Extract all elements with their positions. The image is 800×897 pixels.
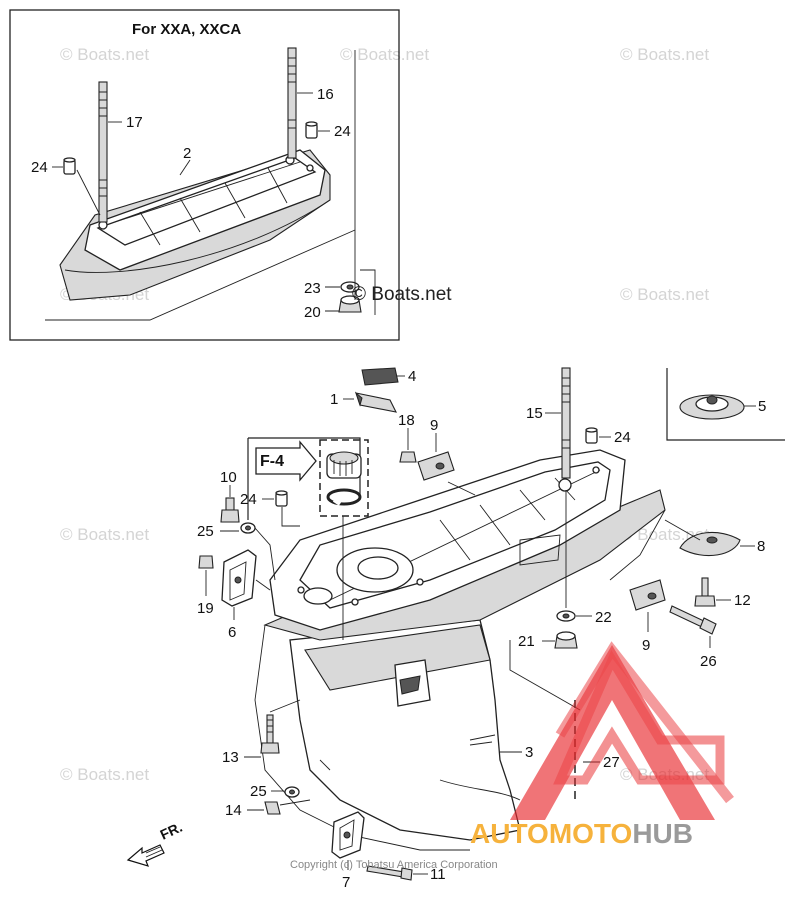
callout-6: 6 <box>228 624 236 641</box>
callout-19: 19 <box>197 600 214 617</box>
callout-16: 16 <box>317 86 334 103</box>
callout-24: 24 <box>31 159 48 176</box>
front-arrow-icon <box>126 844 165 867</box>
part-18-nut <box>399 451 417 463</box>
part-19-nut <box>198 555 214 569</box>
ref-f4-group: F-4 <box>247 437 369 640</box>
part-13-bolt <box>260 714 280 754</box>
ref-f4-label: F-4 <box>260 453 284 470</box>
callout-11: 11 <box>430 866 446 883</box>
part-25-washer <box>240 522 256 534</box>
part-4-key <box>361 367 399 386</box>
watermark: © Boats.net <box>60 525 149 544</box>
callout-10: 10 <box>220 469 237 486</box>
callout-25: 25 <box>250 783 267 800</box>
watermark: © Boats.net <box>620 45 709 64</box>
callout-18: 18 <box>398 412 415 429</box>
callout-1: 1 <box>330 391 338 408</box>
watermark: © Boats.net <box>620 285 709 304</box>
callout-9: 9 <box>430 417 438 434</box>
callout-24: 24 <box>614 429 631 446</box>
part-22-washer <box>556 610 576 622</box>
part-7-cover <box>331 811 365 859</box>
callout-12: 12 <box>734 592 751 609</box>
watermark: © Boats.net <box>60 45 149 64</box>
part-5-panel: 5 <box>666 368 785 441</box>
part-17-stud <box>98 81 108 223</box>
part-26-bolt <box>669 605 717 635</box>
callout-4: 4 <box>408 368 416 385</box>
front-label: FR. <box>158 819 185 843</box>
brand-wordmark: AUTOMOTOHUB <box>470 818 693 849</box>
watermark-dark: © Boats.net <box>352 284 452 305</box>
callout-24: 24 <box>240 491 257 508</box>
callout-3: 3 <box>525 744 533 761</box>
part-2-plate <box>59 149 331 301</box>
callout-7: 7 <box>342 874 350 891</box>
part-1-key <box>354 391 397 413</box>
part-25-washer <box>284 786 300 798</box>
brand-part-1: AUTOMOTO <box>470 818 632 849</box>
part-12-bolt <box>694 577 716 607</box>
watermark: © Boats.net <box>60 765 149 784</box>
part-23-washer <box>340 281 360 293</box>
part-9-mount <box>417 451 455 481</box>
part-3-gearcase <box>289 619 521 841</box>
inset-title: For XXA, XXCA <box>132 21 241 38</box>
callout-13: 13 <box>222 749 239 766</box>
watermark: © Boats.net <box>340 45 429 64</box>
bearing-icon <box>326 451 362 479</box>
part-9-mount <box>629 579 666 611</box>
callout-5: 5 <box>758 398 766 415</box>
callout-27: 27 <box>603 754 620 771</box>
part-20-nut <box>338 295 362 313</box>
callout-21: 21 <box>518 633 535 650</box>
callout-14: 14 <box>225 802 242 819</box>
inset-border <box>9 9 400 341</box>
inset-panel: For XXA, XXCA <box>9 9 452 341</box>
callout-25: 25 <box>197 523 214 540</box>
callout-26: 26 <box>700 653 717 670</box>
part-16-stud <box>287 47 297 159</box>
circlip-icon <box>326 488 362 506</box>
callout-9: 9 <box>642 637 650 654</box>
brand-part-2: HUB <box>632 818 693 849</box>
part-24-dowel <box>305 121 318 139</box>
part-14-plug <box>264 801 281 815</box>
callout-15: 15 <box>526 405 543 422</box>
part-24-dowel <box>585 427 598 444</box>
part-24-dowel <box>63 157 76 175</box>
callout-17: 17 <box>126 114 143 131</box>
part-21-nut <box>554 631 578 649</box>
brand-logo <box>510 641 734 820</box>
part-15-stud <box>561 367 571 479</box>
gearcase-upper-deck <box>263 449 666 641</box>
callout-23: 23 <box>304 280 321 297</box>
callout-22: 22 <box>595 609 612 626</box>
callout-2: 2 <box>183 145 191 162</box>
part-24-dowel <box>275 490 288 507</box>
part-10-bolt <box>220 497 240 523</box>
part-11-screw <box>366 865 413 881</box>
callout-20: 20 <box>304 304 321 321</box>
callout-24: 24 <box>334 123 351 140</box>
callout-8: 8 <box>757 538 765 555</box>
copyright-text: Copyright (c) Tohatsu America Corporatio… <box>290 859 498 871</box>
part-6-cover <box>221 549 257 607</box>
